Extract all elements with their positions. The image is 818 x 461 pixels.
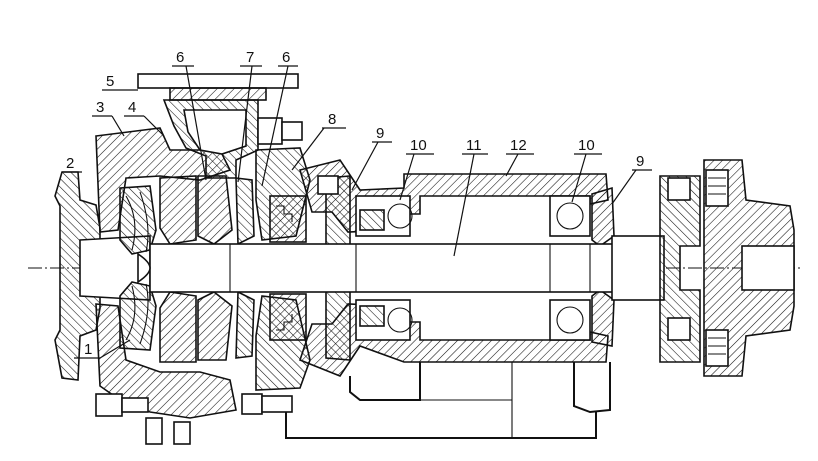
svg-text:6: 6 xyxy=(176,49,184,66)
svg-text:1: 1 xyxy=(84,341,92,358)
callout-2: 2 xyxy=(62,155,82,173)
callout-10-left: 10 xyxy=(399,137,434,201)
callout-6-right: 6 xyxy=(261,49,298,187)
callout-3: 3 xyxy=(92,99,125,137)
callout-11: 11 xyxy=(453,137,488,257)
svg-text:5: 5 xyxy=(106,73,114,90)
casing-bolts xyxy=(95,117,691,445)
svg-text:12: 12 xyxy=(510,137,527,154)
shaft-seal xyxy=(269,195,307,341)
shaft-coupling xyxy=(659,159,795,377)
svg-text:7: 7 xyxy=(246,49,254,66)
svg-text:9: 9 xyxy=(376,125,384,142)
svg-text:10: 10 xyxy=(578,137,595,154)
svg-text:8: 8 xyxy=(328,111,336,128)
callout-5: 5 xyxy=(102,73,138,91)
svg-text:4: 4 xyxy=(128,99,136,116)
callout-12: 12 xyxy=(505,137,534,177)
second-impeller xyxy=(197,175,255,361)
svg-text:11: 11 xyxy=(466,137,482,154)
bearing-left xyxy=(355,195,413,341)
pump-shaft xyxy=(137,235,665,301)
bearing-cover-right xyxy=(591,186,615,347)
outlet-flange-neck xyxy=(169,87,267,101)
outlet-flange xyxy=(137,73,299,89)
callout-6-left: 6 xyxy=(172,49,207,181)
callout-1: 1 xyxy=(74,339,131,359)
svg-text:6: 6 xyxy=(282,49,290,66)
bearing-right xyxy=(549,195,591,341)
callout-9-left: 9 xyxy=(351,125,392,191)
first-impeller xyxy=(119,185,157,351)
callout-10-right: 10 xyxy=(571,137,602,203)
svg-text:10: 10 xyxy=(410,137,427,154)
svg-text:3: 3 xyxy=(96,99,104,116)
callout-9-right: 9 xyxy=(611,153,652,205)
svg-text:9: 9 xyxy=(636,153,644,170)
callout-8: 8 xyxy=(291,111,346,171)
svg-text:2: 2 xyxy=(66,155,74,172)
callout-7: 7 xyxy=(237,49,262,183)
callout-4: 4 xyxy=(124,99,165,137)
